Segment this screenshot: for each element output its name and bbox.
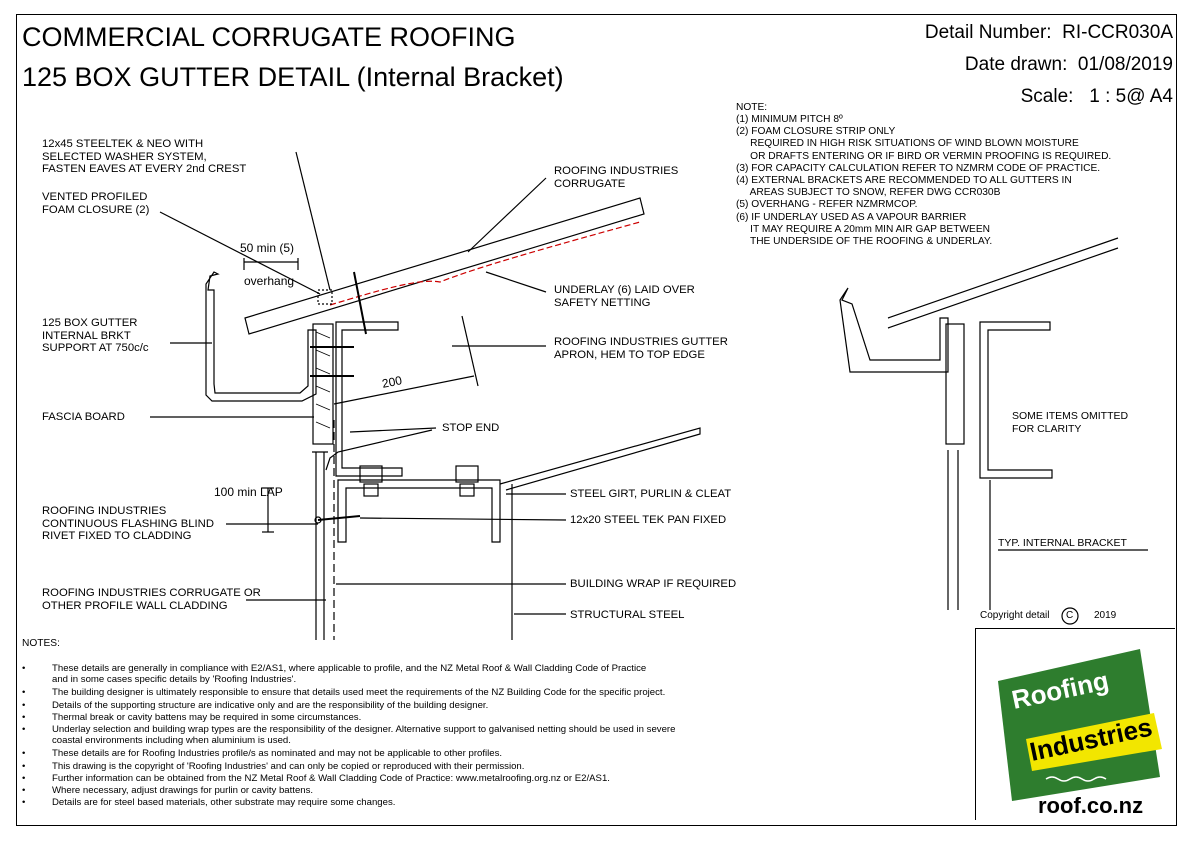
- notes-heading: NOTES:: [22, 638, 60, 649]
- label-wall-cladding: ROOFING INDUSTRIES CORRUGATE OR OTHER PR…: [42, 587, 261, 612]
- right-note-line: REQUIRED IN HIGH RISK SITUATIONS OF WIND…: [736, 138, 1079, 150]
- note-bullet: •: [22, 699, 26, 711]
- fascia-board: [312, 323, 334, 445]
- note-item: Where necessary, adjust drawings for pur…: [52, 785, 314, 796]
- label-tek-pan: 12x20 STEEL TEK PAN FIXED: [570, 514, 727, 526]
- note-bullet: •: [22, 760, 26, 772]
- right-note-line: (6) IF UNDERLAY USED AS A VAPOUR BARRIER: [736, 211, 967, 223]
- detail-number: Detail Number: RI-CCR030A: [924, 22, 1173, 43]
- label-underlay: UNDERLAY (6) LAID OVER SAFETY NETTING: [554, 284, 695, 309]
- lower-roof: [499, 427, 701, 491]
- label-lap-dim: 100 min LAP: [214, 485, 283, 499]
- label-copyright: Copyright detail: [980, 610, 1050, 621]
- right-note-line: (1) MINIMUM PITCH 8º: [736, 114, 843, 125]
- note-item: Details of the supporting structure are …: [52, 699, 489, 711]
- note-bullet: •: [22, 748, 26, 760]
- note-item: Details are for steel based materials, o…: [52, 797, 396, 809]
- right-note-line: IT MAY REQUIRE A 20mm MIN AIR GAP BETWEE…: [736, 223, 990, 235]
- date-drawn: Date drawn: 01/08/2019: [964, 54, 1173, 75]
- note-bullet: •: [22, 711, 26, 723]
- note-item: Underlay selection and building wrap typ…: [52, 724, 676, 747]
- note-bullet: •: [22, 797, 26, 809]
- box-gutter: [205, 271, 317, 402]
- flashing: [325, 429, 433, 471]
- label-overhang: overhang: [244, 274, 295, 288]
- note-item: These details are generally in complianc…: [52, 663, 647, 686]
- small-detail-gutter: [839, 287, 949, 373]
- drawing-title-line1: COMMERCIAL CORRUGATE ROOFING: [22, 22, 516, 52]
- label-flashing: ROOFING INDUSTRIES CONTINUOUS FLASHING B…: [42, 505, 214, 542]
- note-item: This drawing is the copyright of 'Roofin…: [52, 760, 525, 772]
- roofing-industries-logo: Roofing Industries roof.co.nz: [998, 649, 1162, 818]
- small-detail-roof: [887, 237, 1119, 329]
- note-item: These details are for Roofing Industries…: [52, 748, 503, 760]
- right-note-line: OR DRAFTS ENTERING OR IF BIRD OR VERMIN …: [736, 150, 1112, 162]
- right-note-line: (5) OVERHANG - REFER NZMRMCOP.: [736, 199, 918, 211]
- underlay-line: [329, 221, 641, 306]
- label-teks: 12x45 STEELTEK & NEO WITH SELECTED WASHE…: [42, 138, 247, 175]
- right-notes-heading: NOTE:: [736, 102, 768, 113]
- scale: Scale: 1 : 5@ A4: [1020, 86, 1173, 107]
- label-structural: STRUCTURAL STEEL: [570, 609, 685, 621]
- note-bullet: •: [22, 687, 26, 699]
- right-note-line: (3) FOR CAPACITY CALCULATION REFER TO NZ…: [736, 162, 1101, 174]
- logo-box: Roofing Industries roof.co.nz: [975, 628, 1175, 820]
- label-stop-end: STOP END: [442, 422, 500, 434]
- label-omitted: SOME ITEMS OMITTED FOR CLARITY: [1012, 410, 1129, 435]
- right-note-line: AREAS SUBJECT TO SNOW, REFER DWG CCR030B: [736, 187, 1001, 199]
- note-item: Further information can be obtained from…: [52, 772, 610, 784]
- label-copyright-year: 2019: [1094, 610, 1117, 621]
- steel-girt: [337, 479, 501, 543]
- copyright-symbol: C: [1066, 610, 1074, 621]
- label-overhang-dim: 50 min (5): [240, 241, 295, 255]
- label-apron: ROOFING INDUSTRIES GUTTER APRON, HEM TO …: [554, 336, 728, 361]
- label-foam-closure: VENTED PROFILED FOAM CLOSURE (2): [42, 191, 150, 216]
- label-typ-bracket: TYP. INTERNAL BRACKET: [998, 537, 1127, 549]
- wall-cladding: [312, 451, 328, 640]
- foam-closure: [317, 289, 333, 305]
- internal-bracket: [335, 321, 403, 477]
- right-note-line: (2) FOAM CLOSURE STRIP ONLY: [736, 126, 896, 138]
- note-item: The building designer is ultimately resp…: [52, 687, 666, 699]
- right-note-line: (4) EXTERNAL BRACKETS ARE RECOMMENDED TO…: [736, 175, 1072, 186]
- label-fascia: FASCIA BOARD: [42, 411, 125, 423]
- note-bullet: •: [22, 663, 26, 674]
- drawing-sheet-border: [16, 14, 1177, 826]
- label-girt: STEEL GIRT, PURLIN & CLEAT: [570, 488, 732, 500]
- logo-url: roof.co.nz: [1038, 793, 1143, 818]
- label-roofing: ROOFING INDUSTRIES CORRUGATE: [554, 165, 679, 190]
- roof-sheet: [244, 197, 645, 335]
- note-bullet: •: [22, 785, 26, 796]
- note-item: Thermal break or cavity battens may be r…: [52, 711, 362, 723]
- note-bullet: •: [22, 772, 26, 784]
- label-gutter-support: 125 BOX GUTTER INTERNAL BRKT SUPPORT AT …: [42, 317, 149, 354]
- label-wrap: BUILDING WRAP IF REQUIRED: [570, 578, 737, 590]
- right-note-line: THE UNDERSIDE OF THE ROOFING & UNDERLAY.: [736, 236, 993, 247]
- drawing-title-line2: 125 BOX GUTTER DETAIL (Internal Bracket): [22, 62, 564, 92]
- note-bullet: •: [22, 724, 26, 735]
